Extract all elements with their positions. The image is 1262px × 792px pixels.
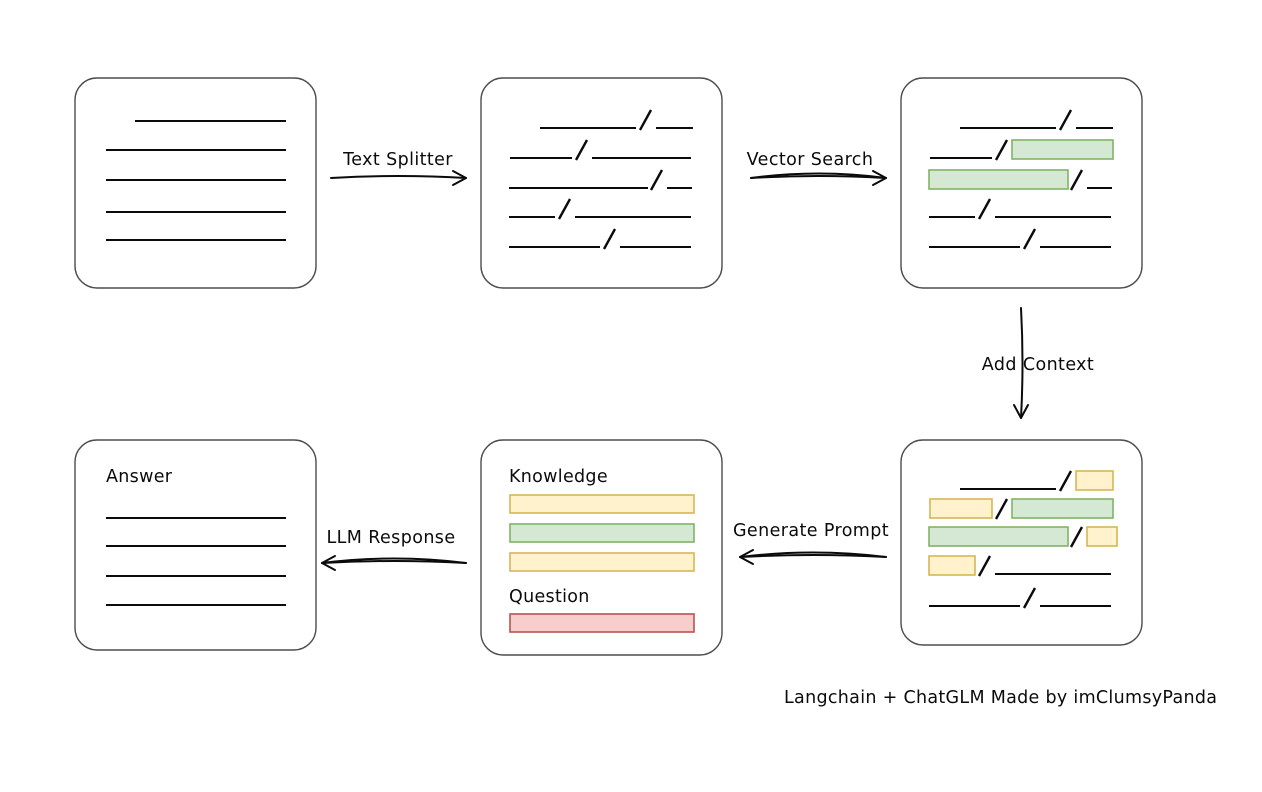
slash-separator: [1058, 109, 1073, 131]
edge-label-vector-search: Vector Search: [747, 150, 874, 170]
slash-separator: [1069, 169, 1084, 191]
arrow-line: [330, 175, 467, 179]
card-heading-question: Question: [509, 587, 590, 607]
edge-vector-search: Vector Search: [747, 150, 887, 186]
highlight-chunk-green: [1011, 498, 1114, 519]
slash-separator: [638, 109, 653, 131]
node-context-chunks[interactable]: [900, 439, 1143, 646]
slash-separator: [1069, 526, 1084, 548]
arrow-head: [321, 555, 336, 571]
arrow-line: [321, 560, 467, 564]
edge-label-generate-prompt: Generate Prompt: [733, 521, 889, 541]
slash-separator: [557, 198, 572, 220]
node-source-document[interactable]: [74, 77, 317, 289]
node-split-chunks[interactable]: [480, 77, 723, 289]
arrow-head: [739, 549, 754, 565]
edge-text-splitter: Text Splitter: [330, 150, 467, 186]
card-outline: [480, 439, 723, 656]
knowledge-bar-yellow: [509, 552, 695, 572]
highlight-chunk-yellow: [928, 555, 976, 576]
card-outline: [480, 77, 723, 289]
card-heading-answer: Answer: [106, 467, 173, 487]
arrow-head: [872, 170, 887, 186]
arrow-line-second: [750, 172, 887, 179]
slash-separator: [602, 228, 617, 250]
slash-separator: [994, 498, 1009, 520]
arrow-head: [1013, 404, 1029, 419]
highlight-chunk-yellow: [929, 498, 993, 519]
slash-separator: [994, 139, 1009, 161]
knowledge-bar-green: [509, 523, 695, 543]
arrow-line-second: [739, 551, 887, 558]
arrow-head: [452, 170, 467, 186]
node-retrieved-chunks[interactable]: [900, 77, 1143, 289]
highlight-chunk-yellow: [1086, 526, 1118, 547]
arrow-line-second: [321, 557, 467, 564]
slash-separator: [977, 198, 992, 220]
highlight-chunk-green: [928, 526, 1069, 547]
edge-label-text-splitter: Text Splitter: [342, 150, 453, 170]
highlight-chunk-yellow: [1075, 470, 1114, 491]
footer-credit: Langchain + ChatGLM Made by imClumsyPand…: [784, 688, 1217, 708]
highlight-chunk-green: [1011, 139, 1114, 160]
arrow-line: [739, 554, 887, 558]
knowledge-bar-yellow: [509, 494, 695, 514]
slash-separator: [1022, 587, 1037, 609]
slash-separator: [574, 139, 589, 161]
slash-separator: [649, 169, 664, 191]
node-answer-card[interactable]: Answer: [74, 439, 317, 651]
edge-add-context: Add Context: [982, 307, 1094, 419]
slash-separator: [1058, 470, 1073, 492]
card-heading-knowledge: Knowledge: [509, 467, 608, 487]
slash-separator: [977, 555, 992, 577]
edge-label-llm-response: LLM Response: [326, 528, 455, 548]
highlight-chunk-green: [928, 169, 1069, 190]
slash-separator: [1022, 228, 1037, 250]
card-outline: [74, 77, 317, 289]
edge-generate-prompt: Generate Prompt: [733, 521, 889, 565]
arrow-line: [1020, 307, 1024, 419]
edge-llm-response: LLM Response: [321, 528, 467, 571]
edge-label-add-context: Add Context: [982, 355, 1094, 375]
question-bar: [509, 613, 695, 633]
